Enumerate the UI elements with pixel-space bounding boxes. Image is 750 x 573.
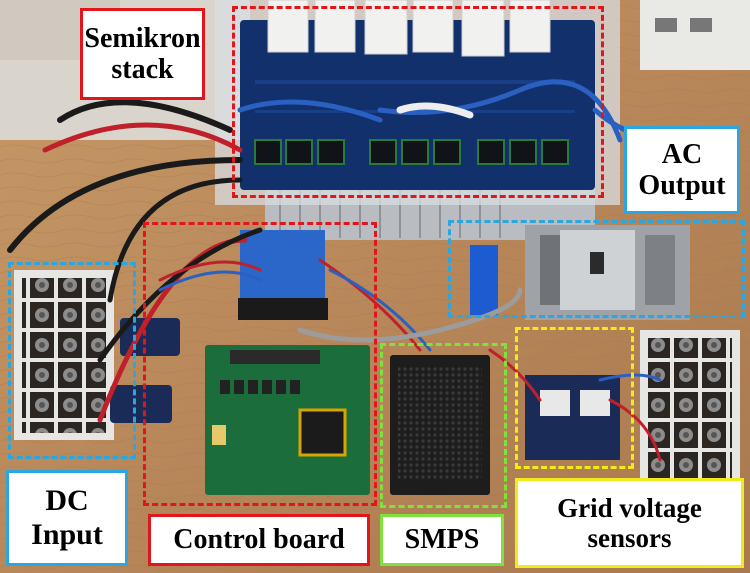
zone-smps: [380, 343, 507, 508]
label-smps: SMPS: [380, 514, 504, 566]
zone-dc-input: [8, 262, 136, 459]
zone-control-board: [143, 222, 377, 506]
label-dc-input: DC Input: [6, 470, 128, 566]
power-strip: [640, 0, 750, 70]
grid-sensor-block: [525, 375, 620, 460]
label-semikron-stack: Semikron stack: [80, 8, 205, 100]
dc-sensor-bottom: [110, 385, 172, 423]
zone-grid-voltage-sensors: [515, 327, 634, 469]
label-grid-voltage-sensors: Grid voltage sensors: [515, 478, 744, 568]
interface-board: [240, 230, 325, 300]
control-pcb: [205, 345, 370, 495]
label-ac-output: AC Output: [624, 126, 740, 214]
gate-driver-row: [254, 139, 569, 165]
zone-ac-output: [448, 220, 745, 318]
zone-semikron-stack: [232, 6, 604, 198]
dsp-chip: [298, 408, 347, 457]
blue-connector: [470, 245, 498, 315]
label-control-board: Control board: [148, 514, 370, 566]
